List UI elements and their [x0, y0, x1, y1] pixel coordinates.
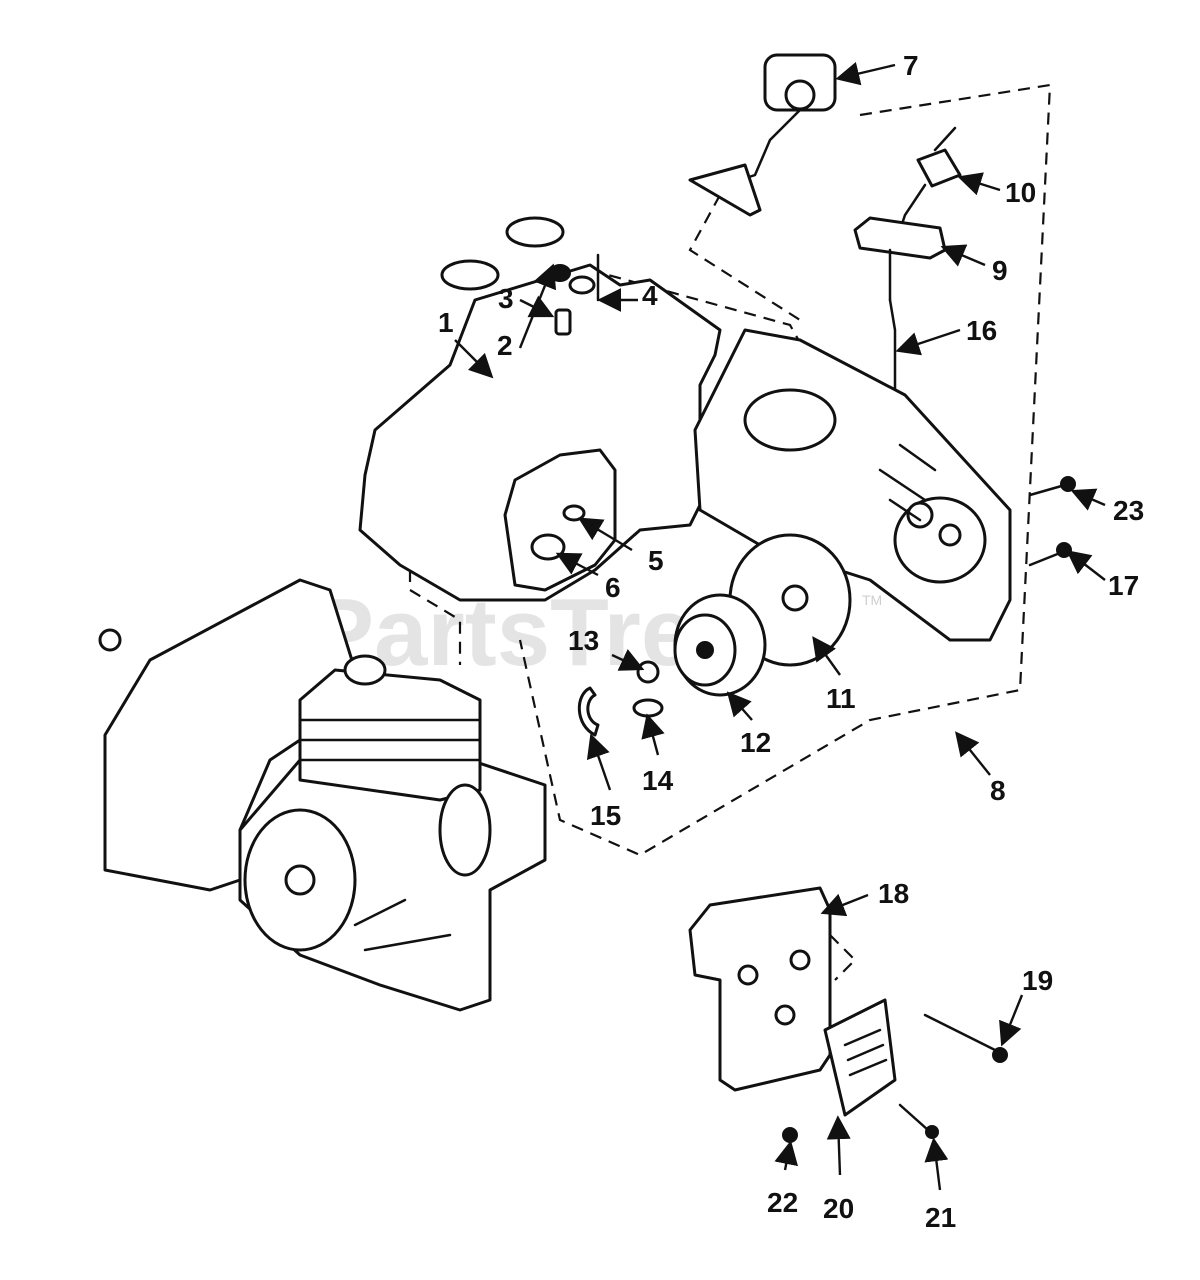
- callout-20: 20: [823, 1193, 854, 1224]
- leader-10: [957, 172, 1001, 196]
- leader-15: [586, 733, 612, 791]
- callout-22: 22: [767, 1187, 798, 1218]
- leader-23: [1070, 488, 1106, 511]
- housing-bolts-parts: [1028, 476, 1076, 567]
- leader-19: [999, 994, 1024, 1047]
- muffler-dash-line: [829, 934, 857, 981]
- callout-2: 2: [497, 330, 513, 361]
- leader-11: [812, 636, 841, 676]
- leader-7: [835, 61, 896, 86]
- callout-9: 9: [992, 255, 1008, 286]
- leader-1: [454, 339, 494, 379]
- callout-8: 8: [990, 775, 1006, 806]
- callout-23: 23: [1113, 495, 1144, 526]
- watermark-trademark: TM: [862, 592, 882, 608]
- callout-7: 7: [903, 50, 919, 81]
- leader-20: [826, 1115, 851, 1176]
- engine-cover-part: [358, 216, 722, 602]
- leader-21: [924, 1137, 949, 1191]
- ignition-terminal-part: [898, 126, 962, 232]
- callout-21: 21: [925, 1202, 956, 1233]
- callout-13: 13: [568, 625, 599, 656]
- starter-assembly-outline: [518, 83, 1052, 857]
- leader-17: [1066, 550, 1106, 581]
- muffler-bolt-part: [923, 1013, 1008, 1063]
- shield-screws-parts: [782, 1103, 939, 1143]
- callout-12: 12: [740, 727, 771, 758]
- starter-housing-part: [693, 328, 1012, 642]
- leader-16: [895, 328, 961, 356]
- connector-outline: [688, 194, 801, 321]
- leader-12: [726, 691, 753, 721]
- starter-handle-part: [853, 216, 947, 302]
- callout-5: 5: [648, 545, 664, 576]
- leader-5: [577, 517, 633, 552]
- leader-14: [641, 713, 665, 756]
- muffler-shield-part: [823, 998, 897, 1117]
- callout-15: 15: [590, 800, 621, 831]
- leader-13: [611, 649, 645, 671]
- leader-9: [940, 244, 986, 267]
- leader-6: [555, 552, 599, 577]
- air-filter-part: [688, 53, 837, 217]
- callout-6: 6: [605, 572, 621, 603]
- engine-crankcase-part: [98, 578, 547, 1012]
- leader-lines: [454, 61, 1106, 1191]
- callout-16: 16: [966, 315, 997, 346]
- leader-22: [774, 1140, 799, 1171]
- callout-4: 4: [642, 280, 658, 311]
- callout-19: 19: [1022, 965, 1053, 996]
- callout-labels: 1 2 3 4 5 6 7 8 9 10 11 12 13 14 15 16 1…: [438, 50, 1144, 1233]
- callout-10: 10: [1005, 177, 1036, 208]
- muffler-part: [688, 886, 832, 1092]
- leader-8: [955, 731, 991, 776]
- starter-pulley-part: [673, 593, 767, 697]
- callout-17: 17: [1108, 570, 1139, 601]
- leader-3: [519, 295, 555, 318]
- callout-14: 14: [642, 765, 674, 796]
- leader-18: [820, 893, 869, 917]
- callout-1: 1: [438, 307, 454, 338]
- callout-18: 18: [878, 878, 909, 909]
- callout-3: 3: [498, 283, 514, 314]
- callout-11: 11: [826, 683, 856, 714]
